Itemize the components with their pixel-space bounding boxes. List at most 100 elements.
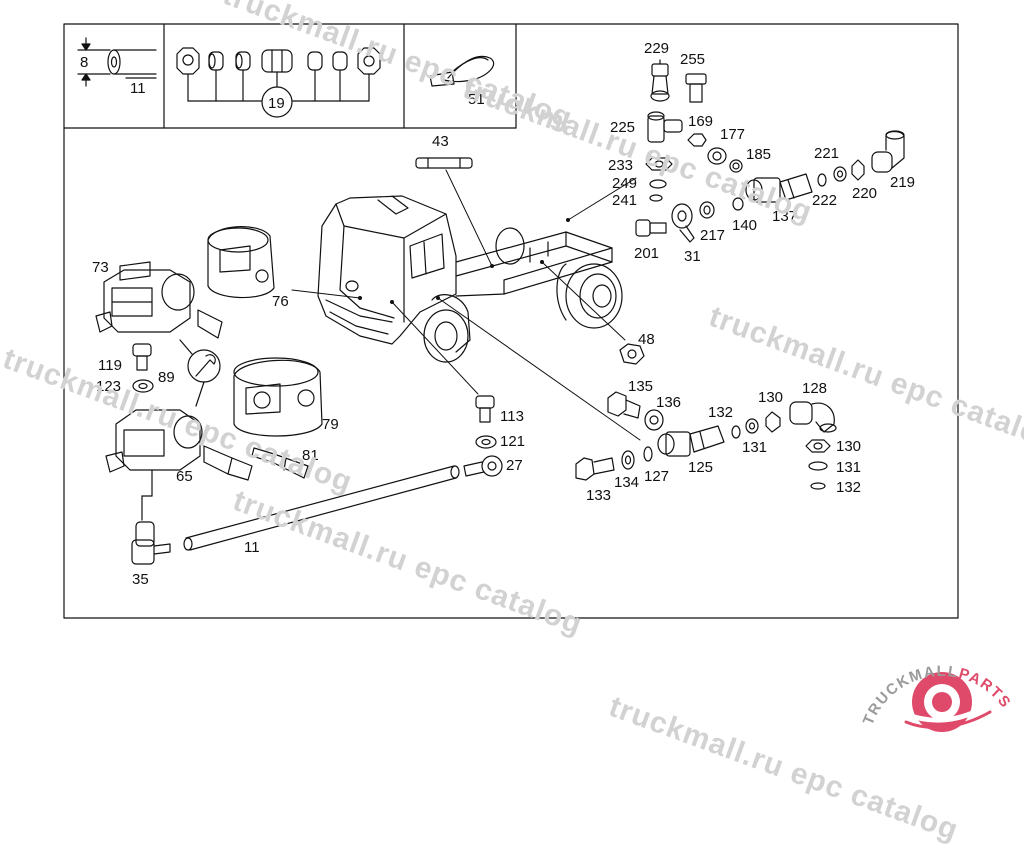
callout-140: 140: [732, 217, 757, 234]
part-125-fitting: [657, 425, 725, 457]
part-219-elbow-icon: [871, 130, 905, 173]
part-48-nut: [619, 343, 645, 365]
truckmall-parts-logo: [903, 672, 992, 732]
callout-201: 201: [634, 245, 659, 262]
exploded-parts-diagram: 8 11 19 51: [63, 23, 992, 732]
svg-text:TRUCKMALLPARTS: TRUCKMALLPARTS: [860, 663, 1015, 728]
part-225-tee-icon: [647, 111, 683, 143]
callout-133: 133: [586, 487, 611, 504]
part-123-washer: [132, 379, 154, 393]
part-81-fitting: [251, 447, 309, 479]
part-130-nut-lower: [805, 439, 831, 453]
part-177-washer-icon: [707, 147, 727, 165]
part-229-union-icon: [650, 59, 670, 102]
callout-132-lower: 132: [836, 479, 861, 496]
diagram-frame: [63, 23, 959, 619]
fitting-set-icon: [176, 47, 381, 118]
part-135-bolt: [607, 391, 641, 419]
leader-lines: [291, 169, 641, 441]
part-132-ring-lower: [810, 482, 826, 490]
callout-169: 169: [688, 113, 713, 130]
callout-217: 217: [700, 227, 725, 244]
part-136-washer: [644, 409, 664, 431]
part-127-ring: [643, 446, 653, 462]
callout-65: 65: [176, 468, 193, 485]
callout-123: 123: [96, 378, 121, 395]
callout-121: 121: [500, 433, 525, 450]
part-73-valve-assembly: [95, 261, 223, 339]
part-113-bolt: [475, 395, 495, 423]
part-137-fitting-icon: [745, 173, 813, 203]
callout-131: 131: [742, 439, 767, 456]
part-201-bolt-icon: [635, 219, 667, 237]
callout-81: 81: [302, 447, 319, 464]
part-221-washer-icon: [833, 166, 847, 182]
part-65-valve-assembly: [105, 409, 253, 521]
part-249-washer-icon: [649, 179, 667, 189]
part-134-washer: [621, 450, 635, 470]
callout-177: 177: [720, 126, 745, 143]
callout-220: 220: [852, 185, 877, 202]
callout-27: 27: [506, 457, 523, 474]
callout-185: 185: [746, 146, 771, 163]
callout-35: 35: [132, 571, 149, 588]
callout-73: 73: [92, 259, 109, 276]
part-119-bolt: [132, 343, 152, 371]
part-35-connector: [131, 521, 171, 565]
callout-76: 76: [272, 293, 289, 310]
callout-222: 222: [812, 192, 837, 209]
callout-11-pipe: 11: [244, 539, 260, 556]
callout-119: 119: [98, 357, 122, 374]
callout-233: 233: [608, 157, 633, 174]
part-27-banjo: [463, 455, 503, 477]
truck-chassis-drawing: [317, 195, 623, 363]
callout-48: 48: [638, 331, 655, 348]
callout-19: 19: [268, 95, 285, 112]
callout-241: 241: [612, 192, 637, 209]
part-76-cover: [207, 226, 275, 299]
part-79-cover: [233, 357, 323, 437]
part-121-washer: [475, 435, 497, 449]
part-31-banjo-icon: [671, 203, 695, 243]
callout-79: 79: [322, 416, 339, 433]
part-89-wrench-icon: [179, 339, 221, 407]
dimension-label: 8: [80, 54, 88, 71]
callout-51: 51: [468, 91, 485, 108]
part-130-washer: [745, 418, 759, 434]
part-43-stud: [415, 157, 473, 169]
callout-89: 89: [158, 369, 175, 386]
callout-137: 137: [772, 208, 797, 225]
callout-11: 11: [130, 80, 146, 97]
part-131-ring: [731, 425, 741, 439]
callout-113: 113: [500, 408, 524, 425]
callout-135: 135: [628, 378, 653, 395]
cable-tie-icon: [429, 55, 495, 87]
logo-text-parts: PARTS: [957, 665, 1015, 712]
callout-43: 43: [432, 133, 449, 150]
part-130-nut: [765, 411, 781, 433]
part-133-bolt: [575, 457, 615, 481]
part-241-washer-icon: [649, 194, 663, 202]
callout-134: 134: [614, 474, 639, 491]
part-222-ring-icon: [817, 173, 827, 187]
logo-text-layer: TRUCKMALLPARTS: [860, 663, 1015, 728]
callout-31: 31: [684, 248, 701, 265]
callout-249: 249: [612, 175, 637, 192]
callout-130-lower: 130: [836, 438, 861, 455]
callout-219: 219: [890, 174, 915, 191]
part-11-pipe: [183, 465, 460, 551]
callout-229: 229: [644, 40, 669, 57]
part-169-nut-icon: [687, 133, 707, 147]
part-128-elbow: [789, 401, 837, 433]
part-185-ring-icon: [729, 159, 743, 173]
callout-128: 128: [802, 380, 827, 397]
callout-136: 136: [656, 394, 681, 411]
callout-125: 125: [688, 459, 713, 476]
callout-131-lower: 131: [836, 459, 861, 476]
part-140-ring-icon: [732, 197, 744, 211]
callout-132: 132: [708, 404, 733, 421]
part-217-washer-icon: [699, 201, 715, 219]
callout-225: 225: [610, 119, 635, 136]
callout-130: 130: [758, 389, 783, 406]
